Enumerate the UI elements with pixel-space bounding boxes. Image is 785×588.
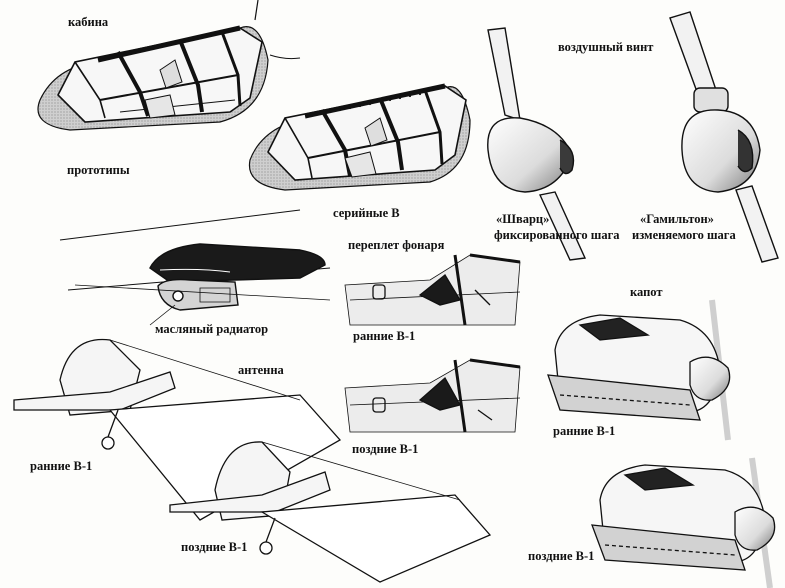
label-canopy-late: поздние B-1 — [352, 442, 419, 456]
hamilton-propeller-drawing — [669, 11, 779, 263]
label-prototypes: прототипы — [67, 163, 130, 177]
tail-early-drawing — [13, 338, 342, 521]
label-tail-early: ранние B-1 — [30, 459, 93, 473]
label-serial-b: серийные B — [333, 206, 400, 220]
cockpit-prototype-drawing — [37, 0, 301, 131]
canopy-frame-early-drawing — [344, 253, 521, 326]
label-schwarz-name: «Шварц» — [496, 212, 550, 226]
label-antenna: антенна — [238, 363, 284, 377]
label-oil-radiator: масляный радиатор — [155, 322, 269, 336]
label-schwarz-type: фиксированного шага — [494, 227, 620, 242]
label-propeller: воздушный винт — [558, 40, 654, 54]
label-tail-late: поздние B-1 — [181, 540, 248, 554]
label-hamilton-name: «Гамильтон» — [640, 212, 714, 226]
canopy-frame-late-drawing — [344, 358, 521, 433]
cockpit-serial-drawing — [248, 83, 471, 191]
label-hamilton: «Гамильтон» изменяемого шага — [632, 212, 736, 243]
tail-late-drawing — [169, 441, 492, 583]
label-canopy-early: ранние B-1 — [353, 329, 416, 343]
schwarz-propeller-drawing — [487, 27, 587, 261]
label-canopy-frame: переплет фонаря — [348, 238, 445, 252]
label-schwarz: «Шварц» фиксированного шага — [494, 212, 620, 243]
label-hamilton-type: изменяемого шага — [632, 227, 736, 242]
label-cowling-late: поздние B-1 — [528, 549, 595, 563]
label-cockpit: кабина — [68, 15, 109, 29]
cowling-late-drawing — [591, 457, 776, 588]
cowling-early-drawing — [547, 299, 731, 441]
label-cowling: капот — [630, 285, 663, 299]
label-cowling-early: ранние B-1 — [553, 424, 616, 438]
oil-radiator-drawing — [59, 209, 331, 326]
